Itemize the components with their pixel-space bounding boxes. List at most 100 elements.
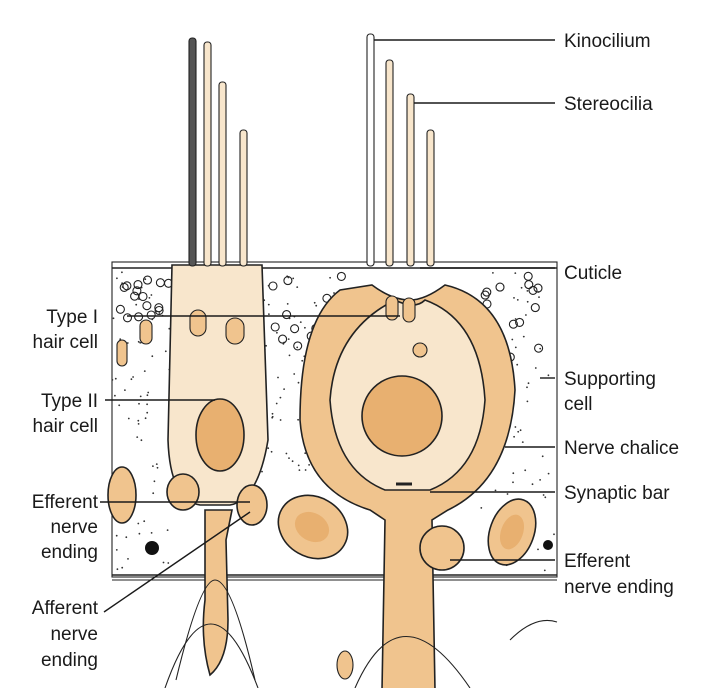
label-supporting-line1: Supporting [564, 369, 656, 390]
stipple-dot [534, 367, 537, 369]
vesicle [523, 271, 533, 281]
stipple-dot [138, 532, 141, 535]
stipple-dot [127, 417, 130, 420]
stipple-dot [137, 340, 140, 343]
label-efferent-right-line2: nerve ending [564, 577, 674, 598]
label-type2-line2: hair cell [33, 416, 98, 437]
stipple-dot [514, 426, 517, 428]
stipple-dot [158, 312, 161, 314]
vesicle [154, 305, 164, 316]
stipple-dot [514, 318, 517, 320]
stipple-dot [293, 373, 296, 375]
stipple-dot [287, 338, 290, 340]
label-efferent-right-line1: Efferent [564, 551, 631, 572]
stipple-dot [115, 534, 118, 537]
stipple-dot [541, 455, 544, 458]
stipple-dot [118, 404, 121, 407]
stipple-dot [152, 492, 155, 495]
vesicle [282, 310, 292, 320]
stipple-dot [547, 472, 550, 475]
label-type1-line2: hair cell [33, 332, 98, 353]
stipple-dot [276, 331, 278, 334]
stipple-dot [522, 335, 525, 338]
vesicle [122, 313, 133, 323]
stipple-dot [283, 388, 285, 390]
stipple-dot [514, 346, 517, 349]
vesicle [482, 287, 492, 297]
vesicle [134, 312, 144, 322]
vesicle [293, 341, 303, 351]
stipple-dot [286, 303, 289, 305]
stipple-dot [137, 522, 140, 525]
labels: Kinocilium Stereocilia Cuticle Type I ha… [32, 31, 679, 671]
stereocilia-bundle-right [366, 33, 435, 267]
leader-lines [100, 39, 555, 613]
stipple-dot [524, 469, 527, 472]
stipple-dot [140, 439, 143, 442]
stipple-dot [114, 394, 116, 397]
stipple-dot [151, 355, 154, 358]
label-type1-line1: Type I [46, 307, 98, 328]
stipple-dot [132, 376, 135, 378]
stipple-dot [296, 346, 299, 349]
stipple-dot [152, 465, 154, 467]
stipple-dot [519, 429, 522, 432]
stipple-dot [297, 381, 300, 384]
stipple-dot [111, 379, 114, 381]
stipple-dot [261, 470, 263, 473]
stipple-dot [538, 296, 540, 298]
stipple-dot [125, 536, 128, 539]
stipple-dot [304, 326, 306, 329]
stipple-dot [539, 347, 542, 350]
stipple-dot [299, 321, 302, 323]
stipple-dot [138, 402, 140, 405]
stipple-dot [516, 299, 519, 301]
stipple-dot [492, 272, 494, 274]
stipple-dot [265, 344, 267, 347]
stipple-dot [166, 529, 169, 531]
stipple-dot [517, 430, 520, 433]
vesicle [533, 283, 543, 293]
label-supporting-line2: cell [564, 394, 593, 415]
type1-hair-cell [329, 295, 486, 491]
stipple-dot [543, 569, 546, 572]
vesicle [122, 281, 132, 291]
label-efferent-left-line1: Efferent [32, 492, 99, 513]
vesicle [495, 282, 505, 292]
capillary-cells [107, 466, 553, 566]
vesicle [133, 280, 143, 290]
stipple-dot [297, 418, 299, 421]
stipple-dot [277, 376, 279, 379]
stipple-dot [298, 469, 301, 471]
vesicle [119, 282, 129, 292]
stipple-dot [116, 568, 119, 571]
stipple-dot [514, 272, 517, 274]
stipple-dot [144, 417, 147, 420]
stipple-dot [304, 469, 307, 471]
stipple-dot [139, 395, 142, 398]
stereocilia-bundle-left [188, 37, 248, 267]
stipple-dot [115, 549, 118, 551]
stipple-dot [288, 354, 291, 357]
label-efferent-left-line2: nerve [50, 517, 98, 538]
stipple-dot [542, 494, 545, 496]
stipple-dot [333, 292, 335, 294]
stipple-dot [135, 303, 138, 306]
stipple-dot [291, 460, 294, 463]
stipple-dot [526, 386, 528, 389]
vesicle [534, 343, 544, 353]
stipple-dot [116, 277, 118, 280]
nerve-fibre-region [164, 619, 558, 688]
label-afferent-line2: nerve [50, 624, 98, 645]
stipple-dot [297, 464, 300, 467]
stipple-dot [146, 394, 149, 397]
stipple-dot [136, 436, 139, 438]
stipple-dot [150, 294, 153, 296]
stipple-dot [146, 403, 149, 406]
vesicle [290, 324, 300, 334]
stipple-dot [148, 297, 151, 299]
stipple-dot [313, 301, 316, 304]
vesicle [142, 301, 152, 311]
vesicle [270, 322, 280, 332]
vesicle [283, 276, 293, 286]
